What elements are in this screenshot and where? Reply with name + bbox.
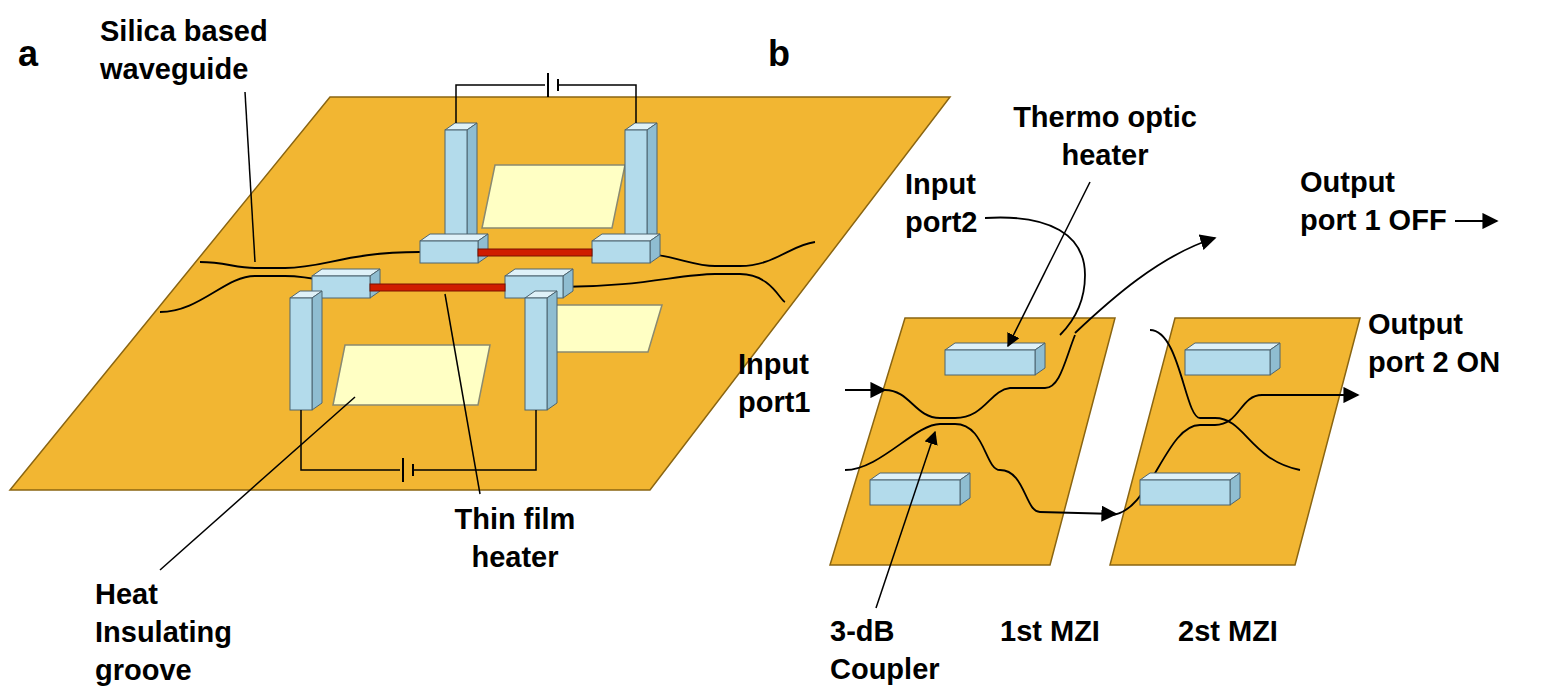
heater-post — [625, 123, 657, 241]
mzi-label: 1st MZI — [1000, 612, 1100, 650]
block-front — [525, 298, 547, 410]
block-front — [945, 350, 1035, 375]
block-side — [1270, 343, 1280, 375]
signal-arrow — [1040, 512, 1116, 514]
panel-letter: b — [768, 32, 790, 76]
waveguide — [200, 242, 815, 268]
signal-arrow — [1075, 238, 1215, 333]
drive-wire — [456, 85, 545, 123]
block-top — [1140, 473, 1240, 480]
battery-symbol — [402, 458, 404, 482]
port-label: Input port2 — [905, 165, 1005, 241]
block-side — [960, 473, 970, 505]
block-top — [505, 269, 573, 276]
waveguide — [1150, 330, 1300, 470]
heater-pad — [505, 269, 573, 298]
leader-line — [160, 397, 355, 570]
heater-pad — [592, 234, 660, 263]
leader-line — [245, 92, 255, 262]
block-top — [312, 269, 380, 276]
block-front — [592, 241, 650, 263]
block-side — [547, 291, 557, 410]
waveguide — [885, 335, 1075, 418]
waveguide — [1110, 395, 1262, 515]
block-side — [647, 123, 657, 241]
heater-post — [290, 291, 322, 410]
port-label: Output port 2 ON — [1368, 305, 1513, 381]
chip-substrate — [10, 97, 950, 490]
figure-group — [10, 73, 1497, 608]
heater-post — [525, 291, 557, 410]
port-label: Output port 1 OFF — [1300, 163, 1456, 239]
block-side — [563, 269, 573, 298]
mzi-substrate — [1110, 318, 1360, 565]
insulating-groove — [482, 165, 625, 228]
waveguide — [845, 424, 1040, 512]
mzi-label: 2st MZI — [1178, 612, 1278, 650]
block-front — [1185, 350, 1270, 375]
drive-wire — [301, 410, 400, 470]
port-label: Input port1 — [738, 345, 838, 421]
block-top — [420, 234, 488, 241]
leader-line — [445, 294, 480, 494]
heater-label: Thin film heater — [430, 500, 600, 576]
block-side — [650, 234, 660, 263]
waveguide-label: Silica based waveguide — [100, 12, 380, 88]
panel-letter: a — [18, 32, 38, 76]
block-side — [1230, 473, 1240, 505]
drive-wire — [558, 85, 636, 123]
block-side — [467, 123, 477, 241]
waveguide — [160, 274, 785, 312]
block-top — [945, 343, 1045, 350]
heater-label: Thermo optic heater — [1000, 98, 1210, 174]
leader-arrow — [876, 432, 935, 608]
block-top — [592, 234, 660, 241]
mzi-substrate — [830, 318, 1115, 565]
heater-post — [445, 123, 477, 241]
signal-arrow — [1455, 220, 1497, 222]
groove-label: Heat Insulating groove — [95, 575, 265, 689]
coupler-label: 3-dB Coupler — [830, 612, 950, 688]
thin-film-heater — [370, 284, 505, 291]
thermo-optic-heater — [1185, 343, 1280, 375]
block-front — [420, 241, 478, 263]
thin-film-heater — [478, 249, 592, 256]
insulating-groove — [333, 345, 490, 405]
block-top — [1185, 343, 1280, 350]
signal-arrow — [1262, 394, 1358, 396]
block-front — [625, 130, 647, 241]
block-front — [290, 298, 312, 410]
waveguide — [985, 218, 1085, 335]
battery-symbol — [547, 73, 549, 97]
thermo-optic-heater — [945, 343, 1045, 375]
block-side — [1035, 343, 1045, 375]
block-side — [312, 291, 322, 410]
block-front — [1140, 480, 1230, 505]
leader-arrow — [1008, 182, 1090, 346]
signal-arrow — [845, 389, 885, 391]
block-front — [445, 130, 467, 241]
thermo-optic-heater — [1140, 473, 1240, 505]
